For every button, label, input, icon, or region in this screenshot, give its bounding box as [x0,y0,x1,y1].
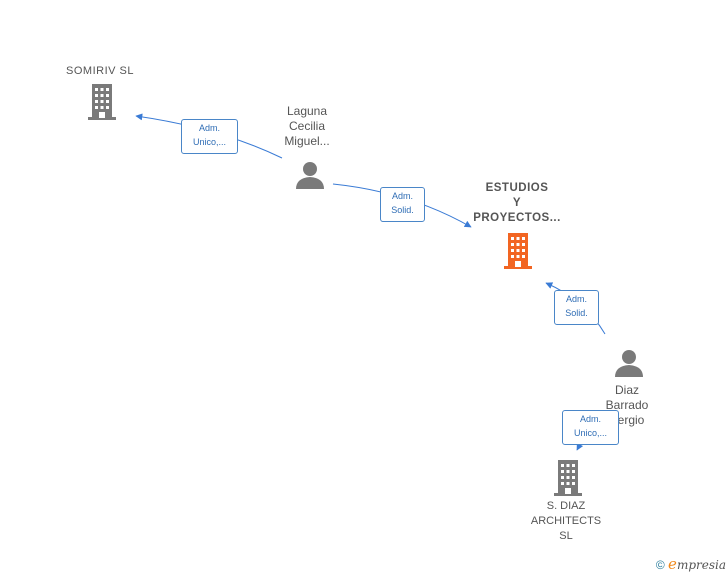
building-icon[interactable] [552,460,584,496]
node-label-sdiaz: S. DIAZ ARCHITECTS SL [516,499,616,544]
edge-label-laguna-estudios[interactable]: Adm. Solid. [380,187,425,222]
edge-label-line: Solid. [565,308,588,318]
edge-label-line: Solid. [391,205,414,215]
person-icon[interactable] [614,348,644,378]
edge-label-diaz-estudios[interactable]: Adm. Solid. [554,290,599,325]
node-label-laguna: Laguna Cecilia Miguel... [257,104,357,149]
person-icon[interactable] [295,160,325,190]
node-label-line: Y [512,197,522,209]
node-label-line: PROYECTOS... [473,212,561,224]
edge-label-laguna-somiriv[interactable]: Adm. Unico,... [181,119,238,154]
node-label-estudios: ESTUDIOS Y PROYECTOS... [462,181,572,226]
node-label-line: ESTUDIOS [485,182,549,194]
edge-label-line: Unico,... [192,137,226,147]
node-label-line: Diaz [614,383,639,397]
node-label-somiriv: SOMIRIV SL [50,64,150,79]
copyright-symbol: © [655,558,665,572]
edge-label-line: Adm. [565,294,587,304]
node-label-line: Cecilia [288,119,325,133]
brand-footer[interactable]: © empresia [656,555,726,573]
node-label-line: S. DIAZ [546,500,586,512]
node-label-line: Barrado [605,398,649,412]
edge-label-line: Adm. [198,123,220,133]
edge-label-diaz-sdiaz[interactable]: Adm. Unico,... [562,410,619,445]
edge-label-line: Adm. [391,191,413,201]
building-icon[interactable] [86,84,118,120]
edge-label-line: Unico,... [573,428,607,438]
brand-logo-initial: e [668,555,677,573]
edge-label-line: Adm. [579,414,601,424]
node-label-line: SL [559,530,573,542]
node-label-line: Miguel... [284,134,330,148]
main-company-building-icon[interactable] [502,233,534,269]
node-label-line: SOMIRIV SL [66,65,134,77]
node-label-line: ARCHITECTS [530,515,602,527]
brand-logo-text: mpresia [676,558,726,572]
node-label-line: Laguna [286,104,328,118]
